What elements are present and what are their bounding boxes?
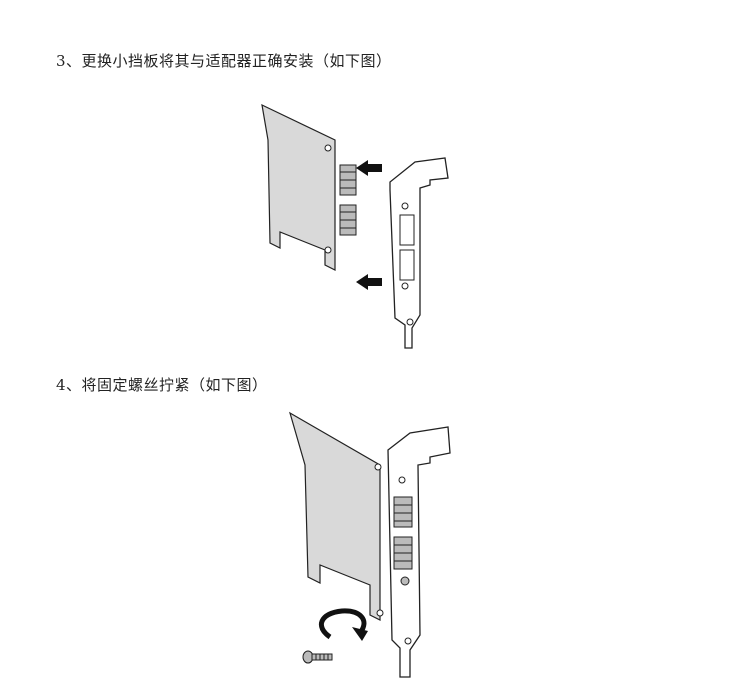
bracket-port <box>393 536 413 570</box>
bracket-port-cutout <box>399 214 415 246</box>
adapter-card <box>261 103 336 271</box>
arrow-head-icon <box>352 627 368 641</box>
arrow-icon <box>356 160 382 176</box>
illustration-tighten-screw <box>289 411 451 678</box>
step-4-instruction: 4、将固定螺丝拧紧（如下图） <box>56 376 268 394</box>
bracket-hole <box>401 202 409 210</box>
figure-replace-bracket <box>240 100 480 355</box>
step-3-instruction: 3、更换小挡板将其与适配器正确安装（如下图） <box>56 52 392 70</box>
bracket-hole <box>404 637 412 645</box>
arrow-icon <box>356 274 382 290</box>
bracket-hole <box>400 576 410 586</box>
card-hole <box>376 609 384 617</box>
low-profile-bracket <box>389 157 449 349</box>
figure-tighten-screw <box>270 405 490 685</box>
card-hole <box>324 144 332 152</box>
bracket-hole <box>398 476 406 484</box>
bracket-hole <box>406 318 414 326</box>
adapter-card <box>289 411 381 621</box>
card-port <box>339 204 357 236</box>
illustration-install-low-profile-bracket <box>261 103 449 349</box>
bracket-hole <box>401 282 409 290</box>
screw-icon <box>302 650 333 664</box>
bracket-port <box>393 496 413 528</box>
rotate-arrow-icon <box>318 608 367 640</box>
card-hole <box>374 463 382 471</box>
card-port <box>339 164 357 196</box>
card-hole <box>324 246 332 254</box>
bracket <box>387 426 451 678</box>
bracket-port-cutout <box>399 249 415 281</box>
